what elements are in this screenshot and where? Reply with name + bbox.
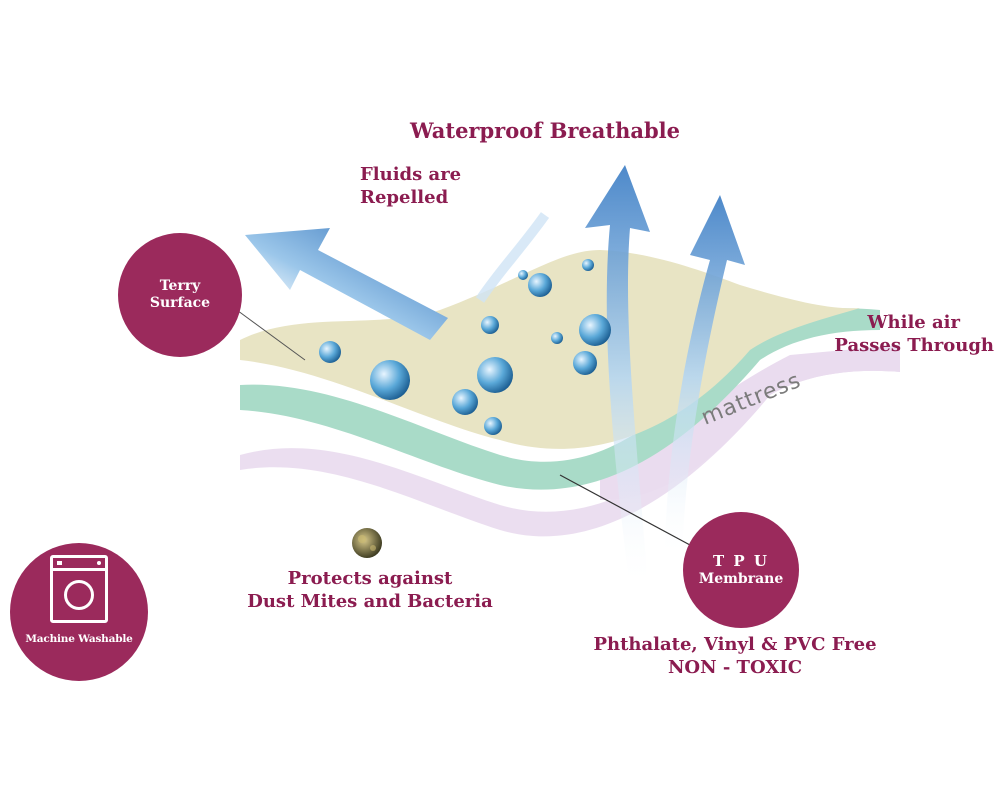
- fluids-label: Fluids are Repelled: [360, 164, 461, 209]
- dust-mite-icon: [352, 528, 382, 558]
- phthalate-label-line: Phthalate, Vinyl & PVC Free: [593, 634, 877, 655]
- washing-machine-icon: [50, 555, 108, 623]
- fluids-label-line: Fluids are: [360, 164, 462, 185]
- dust-label-line: Dust Mites and Bacteria: [247, 590, 493, 612]
- tpu-membrane-badge: T P U Membrane: [683, 512, 799, 628]
- fluids-arrow-icon: [245, 228, 448, 340]
- mattress-layer: [240, 358, 900, 537]
- title: Waterproof Breathable: [410, 118, 680, 143]
- terry-badge-line: Surface: [149, 295, 211, 311]
- dust-label-line: Protects against: [287, 568, 453, 589]
- terry-badge-line: Terry: [159, 277, 201, 294]
- air-arrow-icon: [665, 195, 745, 560]
- air-label-line: While air: [867, 312, 960, 333]
- washable-label: Machine Washable: [25, 633, 133, 645]
- tpu-badge-line: T P U: [713, 551, 769, 570]
- tpu-badge-line: Membrane: [698, 570, 784, 587]
- air-label: While air Passes Through: [812, 312, 994, 357]
- phthalate-label-line: NON - TOXIC: [667, 656, 803, 678]
- fluids-label-line: Repelled: [360, 186, 449, 208]
- air-label-line: Passes Through: [834, 334, 994, 356]
- machine-washable-badge: Machine Washable: [10, 543, 148, 681]
- tpu-layer: [240, 308, 880, 490]
- air-arrow-icon: [585, 165, 650, 590]
- phthalate-free-label: Phthalate, Vinyl & PVC Free NON - TOXIC: [585, 634, 885, 679]
- droplets: [319, 259, 611, 435]
- terry-surface-badge: Terry Surface: [118, 233, 242, 357]
- dust-mites-label: Protects against Dust Mites and Bacteria: [245, 568, 495, 613]
